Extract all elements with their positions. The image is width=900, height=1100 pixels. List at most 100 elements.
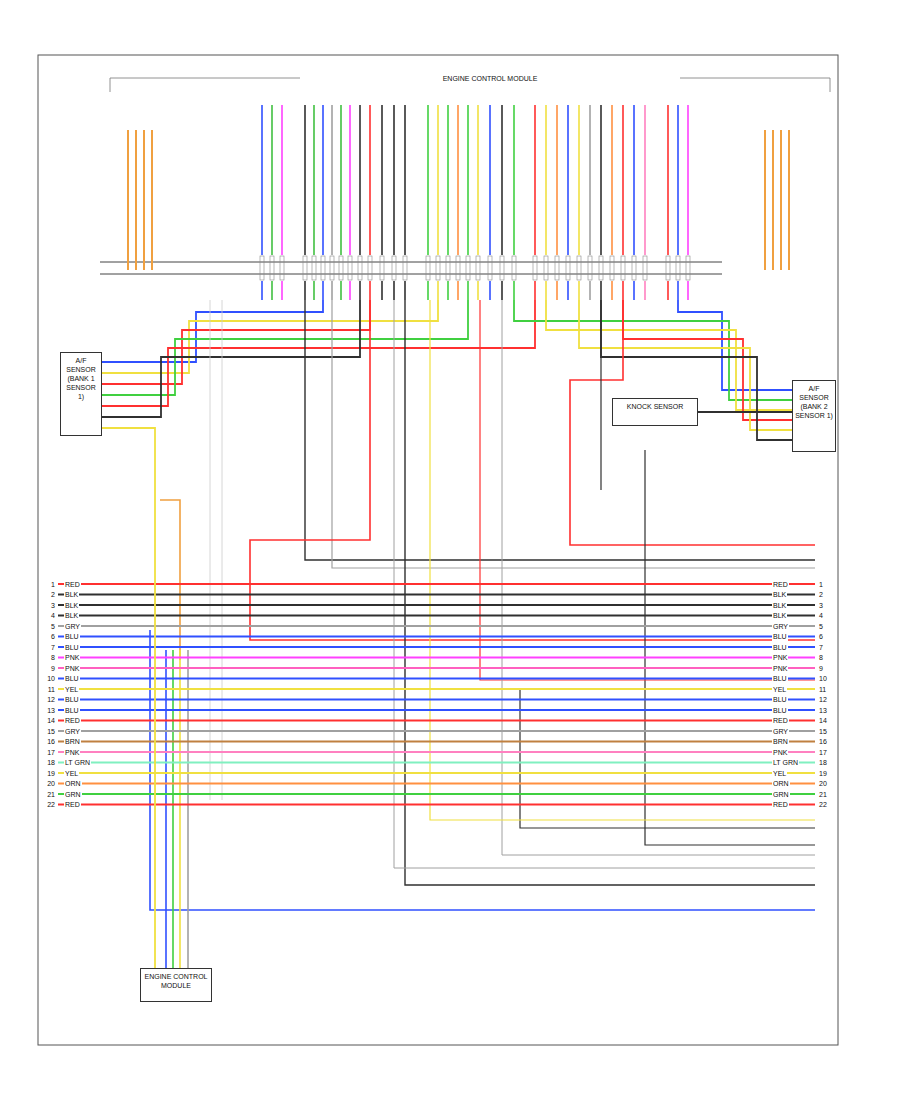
pin-number: 2 (41, 590, 55, 599)
terminal-mark (621, 256, 625, 280)
wire-color-code: BLK (64, 601, 79, 610)
wire (393, 105, 395, 255)
wire-color-code: RED (772, 800, 789, 809)
pin-number: 6 (819, 632, 823, 641)
wire-color-code: BLU (64, 643, 80, 652)
wire (513, 281, 515, 300)
terminal-mark (476, 256, 480, 280)
wire-color-code: BLK (772, 590, 787, 599)
wire (58, 667, 815, 669)
wire (100, 274, 722, 275)
wire (58, 657, 815, 659)
pin-number: 1 (41, 580, 55, 589)
terminal-mark (330, 256, 334, 280)
pin-number: 11 (41, 685, 55, 694)
pin-number: 17 (819, 748, 827, 757)
terminal-mark (676, 256, 680, 280)
terminal-mark (312, 256, 316, 280)
wire-color-code: PNK (772, 653, 788, 662)
wire (534, 281, 536, 300)
terminal-mark (466, 256, 470, 280)
wire (393, 281, 395, 300)
wire-color-code: BLU (64, 706, 80, 715)
pin-number: 19 (819, 769, 827, 778)
terminal-mark (339, 256, 343, 280)
terminal-mark (588, 256, 592, 280)
wire (457, 105, 459, 255)
wire (58, 720, 815, 722)
wire (58, 772, 815, 774)
wire (58, 783, 815, 785)
wire (477, 281, 479, 300)
wire (427, 281, 429, 300)
wire (369, 105, 371, 255)
wire (281, 281, 283, 300)
terminal-mark (544, 256, 548, 280)
pin-number: 3 (819, 601, 823, 610)
pin-number: 12 (41, 695, 55, 704)
pin-number: 20 (41, 779, 55, 788)
pin-number: 8 (819, 653, 823, 662)
terminal-mark (446, 256, 450, 280)
terminal-mark (358, 256, 362, 280)
wire-color-code: GRY (772, 622, 789, 631)
wire (179, 650, 181, 968)
wire (567, 281, 569, 300)
wire (501, 105, 503, 255)
wire-color-code: BLU (772, 643, 788, 652)
node-label: ENGINE CONTROL MODULE (143, 972, 209, 990)
wire (172, 650, 174, 968)
wire (340, 105, 342, 255)
terminal-mark (436, 256, 440, 280)
wire (678, 300, 792, 390)
wire-color-code: PNK (64, 748, 80, 757)
wire-color-code: RED (64, 580, 81, 589)
terminal-mark (426, 256, 430, 280)
wire (271, 105, 273, 255)
wire (58, 741, 815, 743)
wire (331, 281, 333, 300)
node-label: ENGINE CONTROL MODULE (302, 74, 678, 83)
terminal-mark (500, 256, 504, 280)
wire (570, 300, 815, 545)
wire (313, 105, 315, 255)
wire (447, 105, 449, 255)
node-label: A/F SENSOR (BANK 2 SENSOR 1) (795, 384, 833, 420)
wire (102, 300, 438, 373)
pin-number: 9 (41, 664, 55, 673)
wire (404, 105, 406, 255)
wire (457, 281, 459, 300)
wire (271, 281, 273, 300)
pin-number: 4 (819, 611, 823, 620)
wire (58, 688, 815, 690)
wire (58, 625, 815, 627)
wire (313, 281, 315, 300)
pin-number: 5 (41, 622, 55, 631)
terminal-mark (348, 256, 352, 280)
wire (349, 281, 351, 300)
terminal-mark (666, 256, 670, 280)
wire (381, 281, 383, 300)
wire (579, 300, 792, 430)
wire (369, 281, 371, 300)
wire (143, 130, 145, 270)
wire (677, 105, 679, 255)
wire-color-code: GRY (64, 727, 81, 736)
wire-color-code: YEL (772, 769, 787, 778)
wire (687, 105, 689, 255)
wire (780, 130, 782, 270)
wire (127, 130, 129, 270)
pin-number: 5 (819, 622, 823, 631)
pin-number: 16 (819, 737, 827, 746)
terminal-mark (321, 256, 325, 280)
wire (359, 105, 361, 255)
wire (331, 105, 333, 255)
wire (58, 730, 815, 732)
terminal-mark (533, 256, 537, 280)
wire-connector (102, 428, 155, 968)
wire (349, 105, 351, 255)
pin-number: 21 (41, 790, 55, 799)
